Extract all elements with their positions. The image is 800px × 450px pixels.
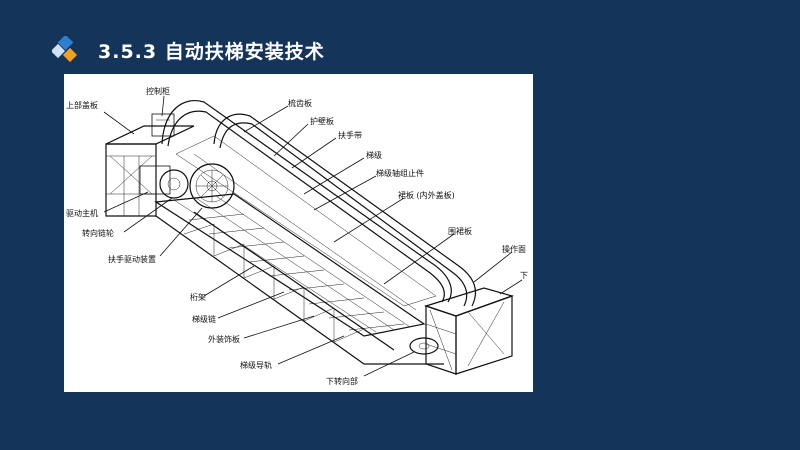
escalator-diagram: 上部盖板 控制柜 梳齿板 护壁板 扶手带 梯级 梯级轴组止件 裙板 (内外盖板)… (64, 74, 533, 392)
label-control-box: 控制柜 (146, 86, 170, 96)
label-operation-panel: 操作面 (502, 244, 526, 254)
label-comb-plate: 梳齿板 (288, 98, 312, 108)
label-drive-motor: 驱动主机 (66, 208, 98, 218)
label-upper-cover: 上部盖板 (66, 100, 98, 110)
steps (154, 193, 426, 337)
label-step: 梯级 (366, 150, 382, 160)
label-guard-panel: 护壁板 (310, 116, 334, 126)
label-step-chain: 梯级链 (192, 314, 216, 324)
leader-lines (103, 95, 523, 377)
label-handrail-drive: 扶手驱动装置 (108, 254, 156, 264)
label-handrail: 扶手带 (338, 130, 362, 140)
label-lower: 下 (520, 271, 528, 280)
label-truss: 桁架 (190, 292, 206, 302)
label-exterior-panel: 外装饰板 (208, 334, 240, 344)
section-logo-icon (52, 36, 78, 63)
page-title: 3.5.3 自动扶梯安装技术 (98, 41, 325, 63)
label-skirt: 裙板 (内外盖板) (398, 190, 455, 200)
truss (155, 211, 444, 365)
label-lower-return: 下转向部 (326, 376, 358, 386)
label-enclosure: 围裙板 (448, 226, 472, 236)
balustrade (175, 135, 437, 311)
drive-unit (139, 163, 235, 209)
label-reverse-sprocket: 转向链轮 (82, 228, 114, 238)
label-step-guide: 梯级导轨 (240, 360, 272, 370)
lower-landing (409, 287, 514, 375)
upper-landing (105, 125, 195, 217)
handrails (161, 100, 477, 307)
escalator-drawing: 上部盖板 控制柜 梳齿板 护壁板 扶手带 梯级 梯级轴组止件 裙板 (内外盖板)… (66, 86, 528, 386)
label-step-pin: 梯级轴组止件 (376, 168, 424, 178)
